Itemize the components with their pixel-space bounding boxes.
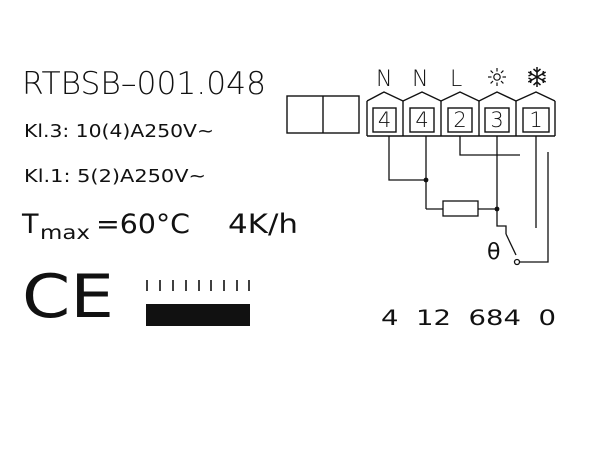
tmax-value: =60°C (96, 209, 190, 240)
thermostat-theta: θ (487, 240, 500, 265)
date-code-bar (146, 304, 250, 326)
rating-kl1: Kl.1: 5(2)A250V~ (24, 166, 206, 187)
model-number: RTBSB–001.048 (22, 66, 266, 102)
switch-contact (513, 258, 521, 266)
rating-kl3: Kl.3: 10(4)A250V~ (24, 121, 214, 142)
date-code-number: 4 12 684 0 (381, 306, 556, 330)
terminal-label-n2: N (412, 67, 428, 92)
snowflake-icon (527, 67, 547, 87)
terminal-number-5: 1 (529, 108, 542, 132)
blank-box (286, 95, 360, 134)
rate-spec: 4K/h (228, 209, 298, 240)
sun-icon (488, 68, 506, 86)
terminal-number-3: 2 (453, 108, 466, 132)
tmax-subscript: max (40, 222, 90, 244)
date-code-ticks (146, 280, 250, 291)
wiring-schematic (388, 136, 549, 263)
tmax-spec: T max =60°C (21, 209, 190, 244)
terminal-block (366, 91, 556, 137)
terminal-number-2: 4 (415, 108, 428, 132)
terminal-number-1: 4 (378, 108, 391, 132)
schematic-junctions (423, 177, 500, 212)
terminal-number-4: 3 (490, 108, 503, 132)
terminal-label-l: L (450, 67, 462, 92)
ce-mark-icon: CE (22, 262, 114, 332)
tmax-t: T (21, 209, 39, 240)
terminal-label-n1: N (376, 67, 392, 92)
